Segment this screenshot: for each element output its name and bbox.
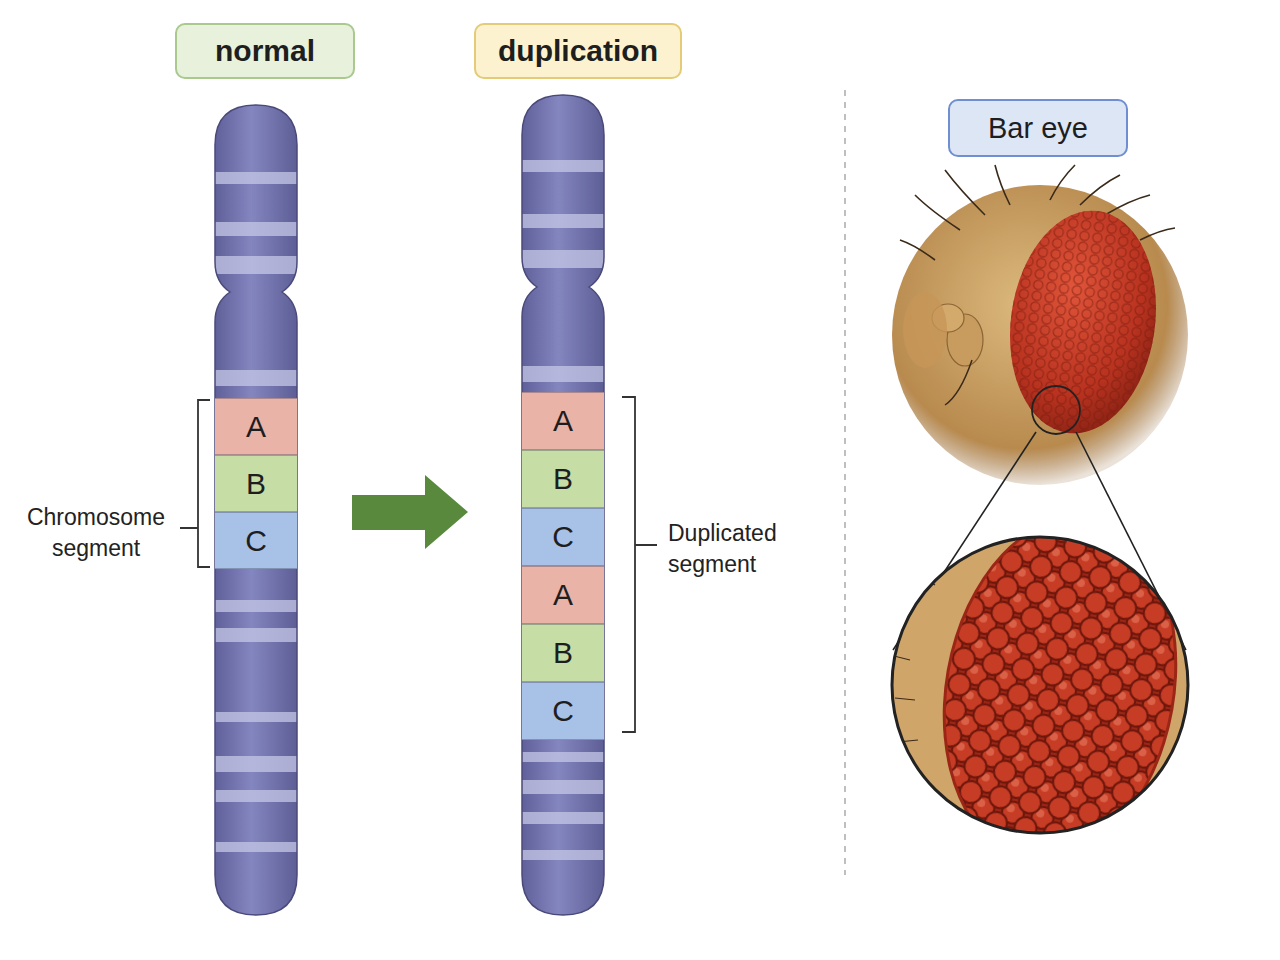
segment-bracket [180,400,210,567]
eye-facets [996,201,1170,443]
chromosome-body [517,90,609,920]
segment-letter: A [246,410,266,444]
heading-label: duplication [498,34,658,68]
divider-line [844,90,846,875]
chromosome-segment: A [522,392,604,450]
title-tag: Bar eye [948,99,1128,157]
heading-label: Bar eye [988,112,1088,145]
chromosome-segment: A [215,398,297,455]
segment-letter: A [553,404,573,438]
duplicated-chromosome [517,90,609,920]
magnified-eye [916,498,1203,883]
segment-letter: B [553,462,573,496]
magnified-view [880,386,1204,882]
segment-letter: C [552,694,574,728]
segment-caption: Chromosome segment [20,502,172,564]
segment-letter: C [245,524,267,558]
fly-head [892,165,1188,485]
process-arrow [352,475,468,549]
chromosome-segment: B [522,450,604,508]
normal-chromosome [210,100,302,920]
head-capsule [892,185,1188,485]
chromosome-segment: A [522,566,604,624]
chromosome-segment: B [215,455,297,512]
chromosome-segment: C [215,512,297,569]
chromosome-segment: B [522,624,604,682]
magnifier-ring [892,537,1188,833]
segment-letter: A [553,578,573,612]
segment-letter: B [553,636,573,670]
zoom-ring [1032,386,1080,434]
compound-eye [996,201,1170,443]
chromosome-bands [210,172,302,852]
title-tag: normal [175,23,355,79]
title-tag: duplication [474,23,682,79]
chromosome-outline [522,95,604,915]
segment-letter: B [246,467,266,501]
segment-letter: C [552,520,574,554]
segment-bracket [622,397,657,732]
mouthparts [903,292,947,368]
chromosome-outline [215,105,297,915]
segment-caption: Duplicated segment [668,518,796,580]
chromosome-bands [517,160,609,860]
chromosome-segment: C [522,508,604,566]
chromosome-body [210,100,302,920]
heading-label: normal [215,34,315,68]
chromosome-segment: C [522,682,604,740]
